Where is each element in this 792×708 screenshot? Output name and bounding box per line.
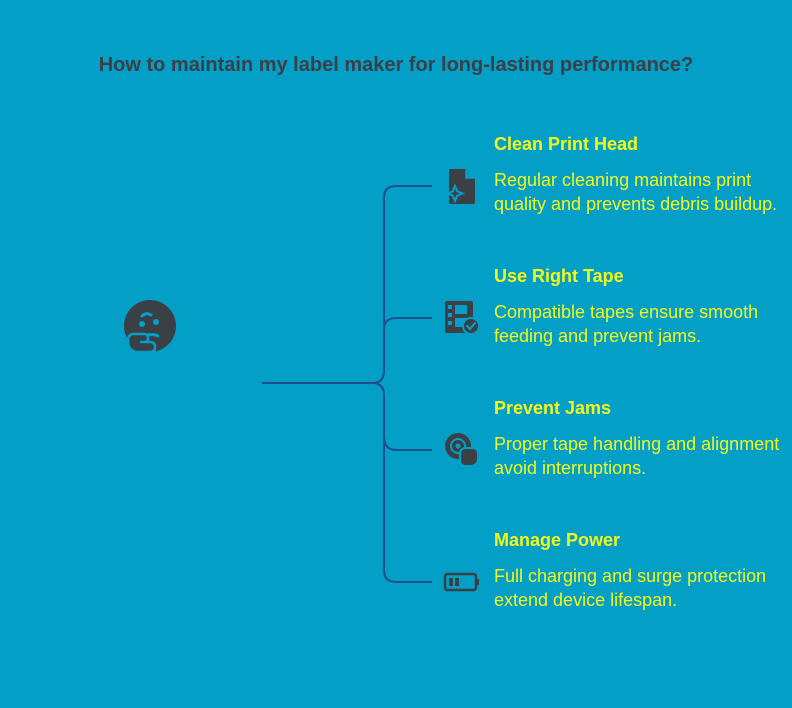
sparkle-document-icon	[444, 169, 475, 204]
hand-stop-icon	[445, 433, 479, 467]
connector-branch-3	[383, 435, 432, 451]
item-title-prevent-jams: Prevent Jams	[494, 398, 612, 418]
item-desc-use-right-tape: Compatible tapes ensure smooth feeding a…	[494, 302, 759, 346]
item-title-clean-print-head: Clean Print Head	[494, 134, 639, 154]
item-desc-prevent-jams: Proper tape handling and alignment avoid…	[494, 434, 780, 478]
connector-branch-1	[371, 185, 432, 384]
item-desc-clean-print-head: Regular cleaning maintains print quality…	[494, 170, 778, 214]
item-desc-manage-power: Full charging and surge protection exten…	[494, 566, 767, 610]
diagram-title: How to maintain my label maker for long-…	[98, 54, 694, 76]
item-title-use-right-tape: Use Right Tape	[494, 266, 624, 286]
thinking-face-icon	[124, 300, 176, 354]
film-check-icon	[445, 301, 480, 335]
battery-low-icon	[443, 572, 479, 592]
item-title-manage-power: Manage Power	[494, 530, 621, 550]
connector-branch-4	[371, 382, 432, 583]
connector-branch-2	[383, 317, 432, 331]
